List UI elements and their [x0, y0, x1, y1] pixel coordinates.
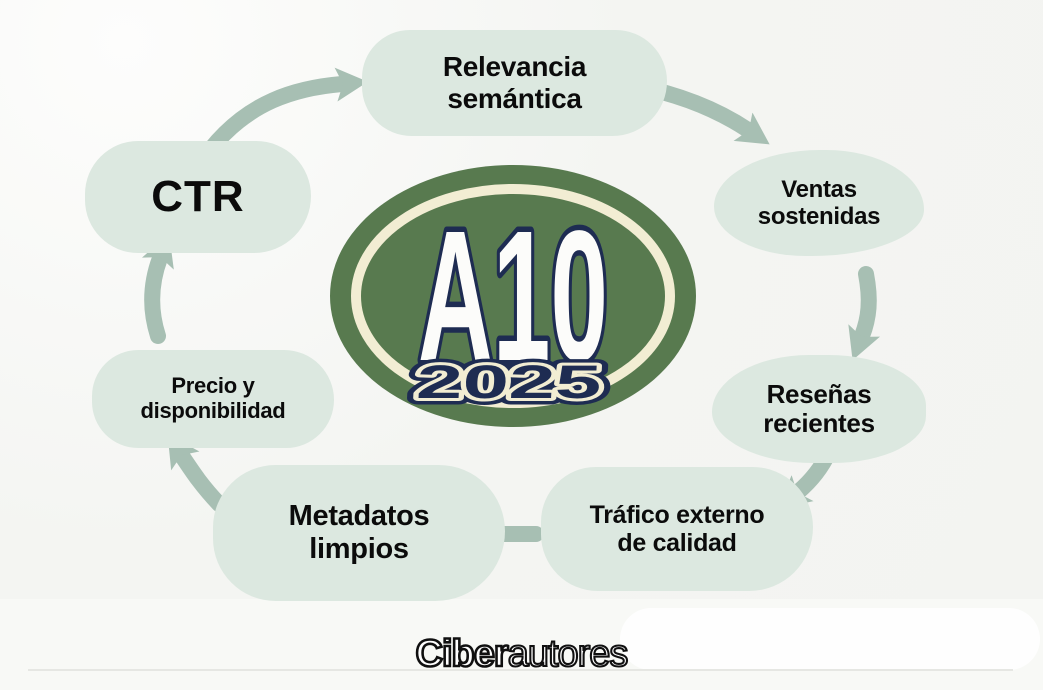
node-trafico-externo: Tráfico externo de calidad [541, 467, 813, 591]
node-label-line: Reseñas [766, 378, 872, 409]
arrow-metadatos-to-precio-icon [167, 434, 227, 512]
arrow-precio-to-ctr-icon [141, 233, 174, 344]
node-relevancia-semantica: Relevancia semántica [362, 30, 667, 136]
badge-title: A10 [418, 193, 608, 400]
bottom-highlight-blob [620, 608, 1040, 670]
arrow-ctr-to-relevancia-icon [202, 67, 368, 158]
node-label-line: limpios [309, 533, 409, 565]
badge-year-outline: 2025 [415, 355, 603, 408]
brand-logo-bold-part: Ciber [414, 632, 510, 677]
node-label-line: sostenidas [757, 203, 881, 230]
node-ventas-sostenidas: Ventas sostenidas [714, 150, 924, 256]
node-label-line: Metadatos [288, 500, 430, 533]
node-label-line: Relevancia [442, 51, 587, 83]
badge-year-group: 2025 2025 [409, 349, 610, 415]
node-label-line: CTR [151, 172, 245, 222]
node-label-line: Tráfico externo [589, 500, 765, 529]
node-label-line: Precio y [171, 373, 255, 399]
brand-logo: Ciberautores [0, 632, 1043, 677]
node-label-line: semántica [447, 83, 582, 114]
node-label-line: recientes [763, 408, 875, 438]
node-label-line: de calidad [617, 529, 737, 557]
badge-ring [351, 184, 675, 408]
brand-logo-light-part: autores [507, 632, 630, 676]
node-ctr: CTR [85, 141, 311, 253]
node-label-line: disponibilidad [140, 398, 286, 423]
node-resenas-recientes: Reseñas recientes [712, 355, 926, 463]
badge-year: 2025 [415, 355, 603, 408]
arrow-ventas-to-resenas-icon [848, 266, 881, 361]
badge-outer-ellipse [330, 165, 696, 427]
node-label-line: Ventas [781, 175, 857, 203]
bottom-divider-line [28, 669, 1013, 671]
node-metadatos-limpios: Metadatos limpios [213, 465, 505, 601]
node-precio-disponibilidad: Precio y disponibilidad [92, 350, 334, 448]
